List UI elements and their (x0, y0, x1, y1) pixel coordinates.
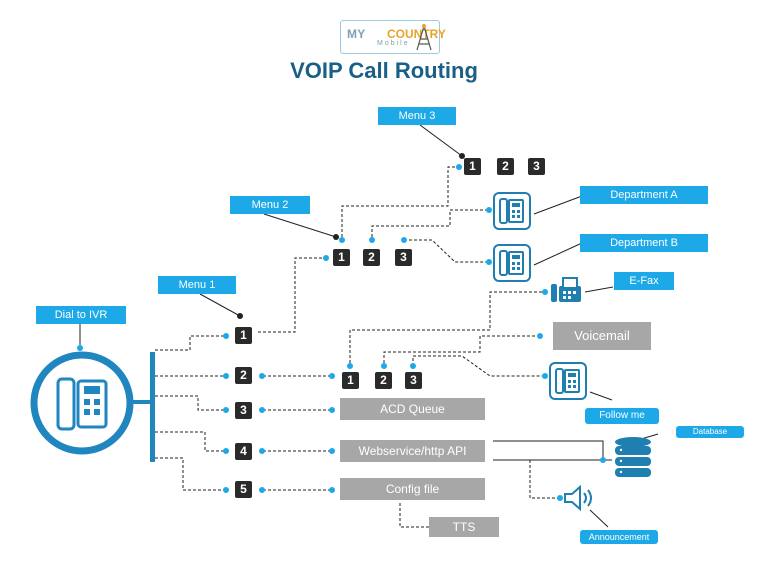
label-announcement: Announcement (580, 530, 658, 544)
logo-text-my: MY (347, 27, 366, 41)
antenna-icon (416, 24, 432, 51)
desk-phone-icon (549, 362, 587, 400)
label-department-a: Department A (580, 186, 708, 204)
menu2-option-3[interactable]: 3 (395, 249, 412, 266)
logo-text-mobile: Mobile (377, 40, 410, 47)
label-dial-to-ivr: Dial to IVR (36, 306, 126, 324)
label-menu-2: Menu 2 (230, 196, 310, 214)
logo-text-country: COUNTRY (387, 27, 446, 41)
menu2-option-2[interactable]: 2 (363, 249, 380, 266)
menu2-option-1[interactable]: 1 (333, 249, 350, 266)
menu3-option-2[interactable]: 2 (497, 158, 514, 175)
tts-box: TTS (429, 517, 499, 537)
label-database: Database (676, 426, 744, 438)
label-efax: E-Fax (614, 272, 674, 290)
menu1-option-5[interactable]: 5 (235, 481, 252, 498)
menu1-option-1[interactable]: 1 (235, 327, 252, 344)
submenu-option-1[interactable]: 1 (342, 372, 359, 389)
ivr-phone (30, 351, 134, 455)
menu1-option-3[interactable]: 3 (235, 402, 252, 419)
desk-phone-icon (493, 192, 531, 230)
desk-phone-icon (30, 351, 134, 455)
menu1-option-2[interactable]: 2 (235, 367, 252, 384)
config-file-box: Config file (340, 478, 485, 500)
label-menu-3: Menu 3 (378, 107, 456, 125)
fax-icon (551, 277, 581, 302)
desk-phone-icon (493, 244, 531, 282)
page-title: VOIP Call Routing (290, 58, 478, 83)
submenu-option-2[interactable]: 2 (375, 372, 392, 389)
voicemail-box: Voicemail (553, 322, 651, 350)
label-department-b: Department B (580, 234, 708, 252)
label-menu-1: Menu 1 (158, 276, 236, 294)
menu3-option-1[interactable]: 1 (464, 158, 481, 175)
acd-queue-box: ACD Queue (340, 398, 485, 420)
submenu-option-3[interactable]: 3 (405, 372, 422, 389)
company-logo: MY COUNTRY Mobile (340, 20, 446, 54)
menu3-option-3[interactable]: 3 (528, 158, 545, 175)
label-follow-me: Follow me (585, 408, 659, 424)
webservice-box: Webservice/http API (340, 440, 485, 462)
database-icon (615, 437, 651, 477)
speaker-icon (564, 484, 592, 512)
menu1-option-4[interactable]: 4 (235, 443, 252, 460)
